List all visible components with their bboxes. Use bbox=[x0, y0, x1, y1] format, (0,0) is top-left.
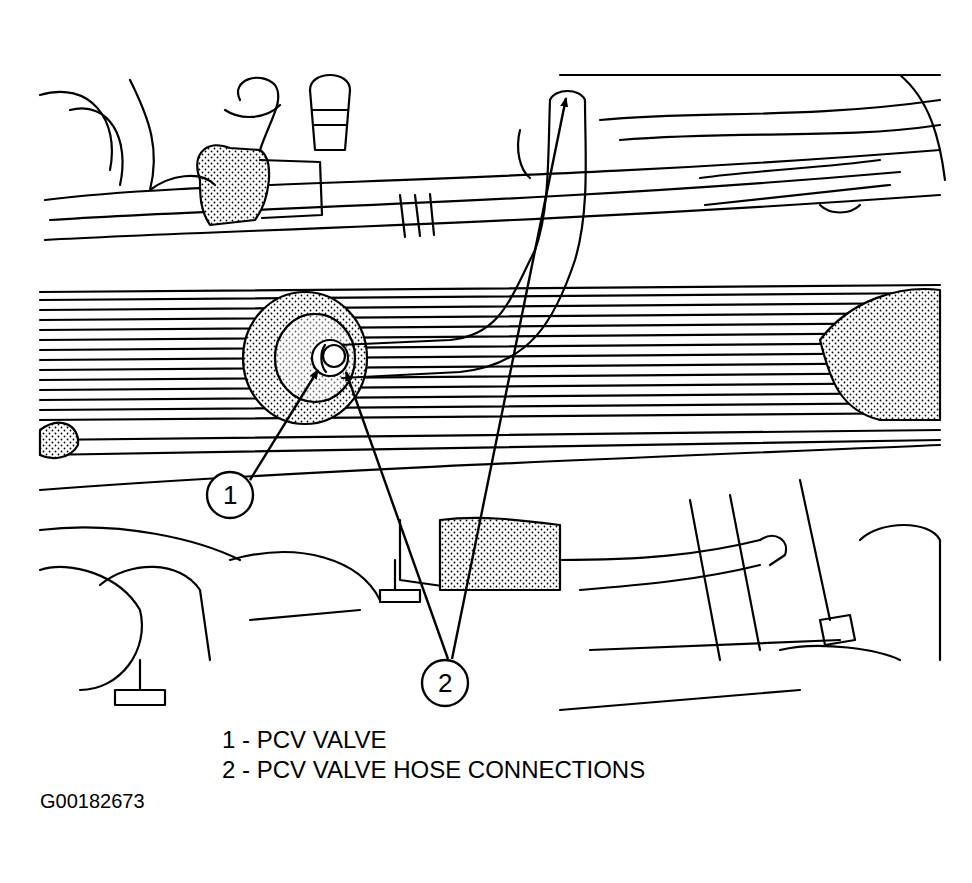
figure-id: G00182673 bbox=[40, 790, 145, 812]
callout-number: 1 bbox=[223, 481, 237, 510]
legend-line: 1 - PCV VALVE bbox=[222, 727, 387, 753]
callout-circle bbox=[422, 660, 468, 706]
callout-number: 2 bbox=[438, 669, 452, 698]
legend-line: 2 - PCV VALVE HOSE CONNECTIONS bbox=[222, 757, 645, 783]
callout-circle bbox=[207, 472, 253, 518]
